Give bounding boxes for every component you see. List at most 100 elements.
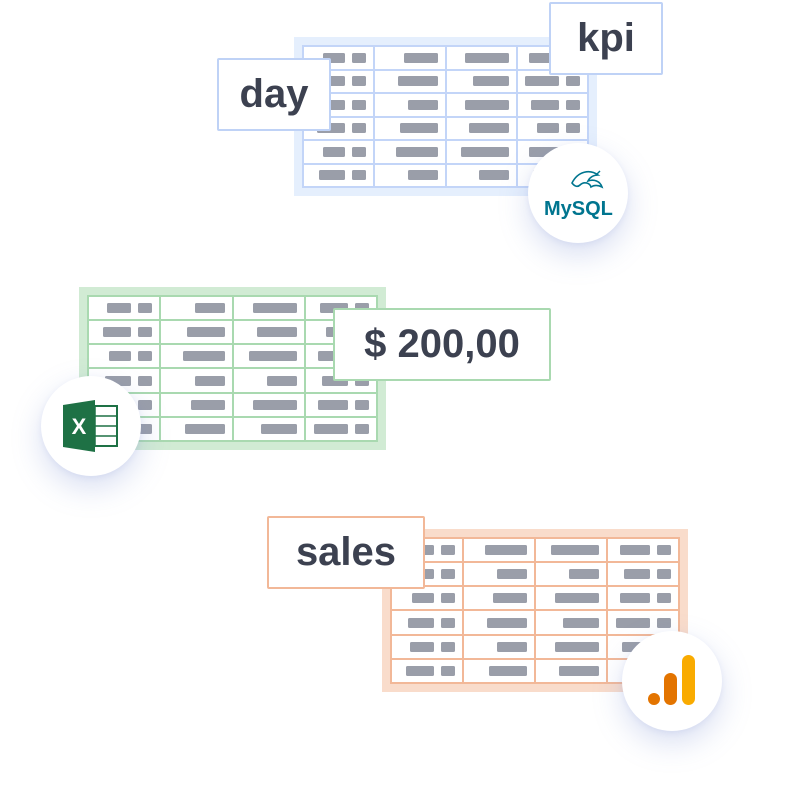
placeholder-text-bar bbox=[657, 545, 671, 556]
placeholder-text-bar bbox=[407, 170, 438, 181]
placeholder-text-bar bbox=[460, 146, 509, 157]
placeholder-cell bbox=[159, 294, 234, 322]
placeholder-cell bbox=[534, 609, 608, 636]
placeholder-cell bbox=[444, 92, 518, 118]
placeholder-cell bbox=[444, 162, 518, 188]
placeholder-text-bar bbox=[555, 593, 599, 604]
placeholder-text-bar bbox=[323, 52, 346, 63]
placeholder-cell bbox=[303, 415, 379, 443]
sales-field-label: sales bbox=[295, 530, 397, 574]
placeholder-cell bbox=[390, 585, 464, 612]
placeholder-text-bar bbox=[314, 423, 348, 434]
placeholder-text-bar bbox=[464, 52, 509, 63]
placeholder-text-bar bbox=[441, 593, 455, 604]
placeholder-cell bbox=[534, 657, 608, 685]
placeholder-text-bar bbox=[190, 399, 225, 410]
mysql-dolphin-icon: MySQL bbox=[544, 170, 613, 220]
placeholder-cell bbox=[373, 162, 447, 188]
placeholder-text-bar bbox=[478, 170, 509, 181]
placeholder-text-bar bbox=[319, 170, 346, 181]
placeholder-cell bbox=[159, 367, 234, 394]
placeholder-text-bar bbox=[406, 665, 434, 676]
placeholder-text-bar bbox=[487, 617, 527, 628]
placeholder-text-bar bbox=[194, 303, 225, 314]
placeholder-text-bar bbox=[620, 545, 650, 556]
placeholder-text-bar bbox=[410, 641, 434, 652]
placeholder-text-bar bbox=[408, 617, 434, 628]
placeholder-cell bbox=[534, 561, 608, 588]
placeholder-text-bar bbox=[551, 545, 599, 556]
placeholder-cell bbox=[301, 45, 376, 71]
placeholder-cell bbox=[462, 633, 536, 660]
placeholder-text-bar bbox=[138, 375, 153, 386]
placeholder-text-bar bbox=[182, 351, 225, 362]
placeholder-text-bar bbox=[566, 123, 580, 134]
placeholder-text-bar bbox=[657, 617, 671, 628]
placeholder-text-bar bbox=[109, 351, 132, 362]
excel-table-card bbox=[79, 287, 386, 450]
placeholder-text-bar bbox=[657, 569, 671, 580]
placeholder-cell bbox=[86, 294, 162, 322]
placeholder-row bbox=[301, 68, 590, 94]
placeholder-text-bar bbox=[620, 593, 650, 604]
kpi-field-tag: kpi bbox=[549, 2, 663, 75]
placeholder-text-bar bbox=[321, 99, 346, 110]
placeholder-text-bar bbox=[441, 665, 455, 676]
placeholder-cell bbox=[462, 536, 536, 564]
placeholder-text-bar bbox=[138, 423, 153, 434]
placeholder-text-bar bbox=[468, 123, 509, 134]
placeholder-cell bbox=[606, 561, 680, 588]
placeholder-cell bbox=[534, 633, 608, 660]
placeholder-cell bbox=[231, 367, 306, 394]
placeholder-text-bar bbox=[138, 327, 153, 338]
amount-field-tag: $ 200,00 bbox=[333, 308, 551, 381]
placeholder-row bbox=[301, 92, 590, 118]
placeholder-text-bar bbox=[657, 593, 671, 604]
placeholder-text-bar bbox=[497, 641, 527, 652]
placeholder-text-bar bbox=[464, 99, 509, 110]
placeholder-text-bar bbox=[138, 399, 153, 410]
placeholder-row bbox=[301, 115, 590, 141]
placeholder-text-bar bbox=[397, 76, 438, 87]
placeholder-text-bar bbox=[352, 76, 367, 87]
placeholder-text-bar bbox=[352, 146, 367, 157]
placeholder-cell bbox=[390, 609, 464, 636]
placeholder-cell bbox=[231, 319, 306, 346]
placeholder-cell bbox=[373, 115, 447, 141]
excel-icon: X bbox=[63, 400, 118, 452]
placeholder-cell bbox=[231, 343, 306, 370]
placeholder-cell bbox=[462, 561, 536, 588]
placeholder-text-bar bbox=[531, 99, 559, 110]
placeholder-text-bar bbox=[138, 351, 153, 362]
placeholder-text-bar bbox=[441, 545, 455, 556]
placeholder-cell bbox=[534, 585, 608, 612]
placeholder-text-bar bbox=[489, 665, 527, 676]
placeholder-text-bar bbox=[441, 569, 455, 580]
placeholder-text-bar bbox=[395, 146, 438, 157]
placeholder-cell bbox=[444, 45, 518, 71]
placeholder-text-bar bbox=[256, 327, 297, 338]
day-field-label: day bbox=[239, 72, 309, 116]
placeholder-cell bbox=[606, 585, 680, 612]
placeholder-cell bbox=[444, 68, 518, 94]
placeholder-text-bar bbox=[352, 123, 367, 134]
placeholder-text-bar bbox=[260, 423, 297, 434]
placeholder-text-bar bbox=[252, 399, 297, 410]
placeholder-cell bbox=[606, 536, 680, 564]
placeholder-text-bar bbox=[555, 641, 599, 652]
placeholder-cell bbox=[390, 633, 464, 660]
placeholder-text-bar bbox=[103, 327, 132, 338]
placeholder-text-bar bbox=[352, 170, 367, 181]
placeholder-text-bar bbox=[317, 123, 346, 134]
placeholder-cell bbox=[373, 68, 447, 94]
google-analytics-icon bbox=[648, 655, 695, 705]
placeholder-text-bar bbox=[352, 52, 367, 63]
placeholder-text-bar bbox=[616, 617, 650, 628]
placeholder-text-bar bbox=[441, 617, 455, 628]
placeholder-cell bbox=[534, 536, 608, 564]
placeholder-text-bar bbox=[566, 76, 580, 87]
placeholder-text-bar bbox=[352, 99, 367, 110]
placeholder-text-bar bbox=[355, 423, 369, 434]
placeholder-cell bbox=[515, 92, 590, 118]
placeholder-cell bbox=[303, 391, 379, 418]
